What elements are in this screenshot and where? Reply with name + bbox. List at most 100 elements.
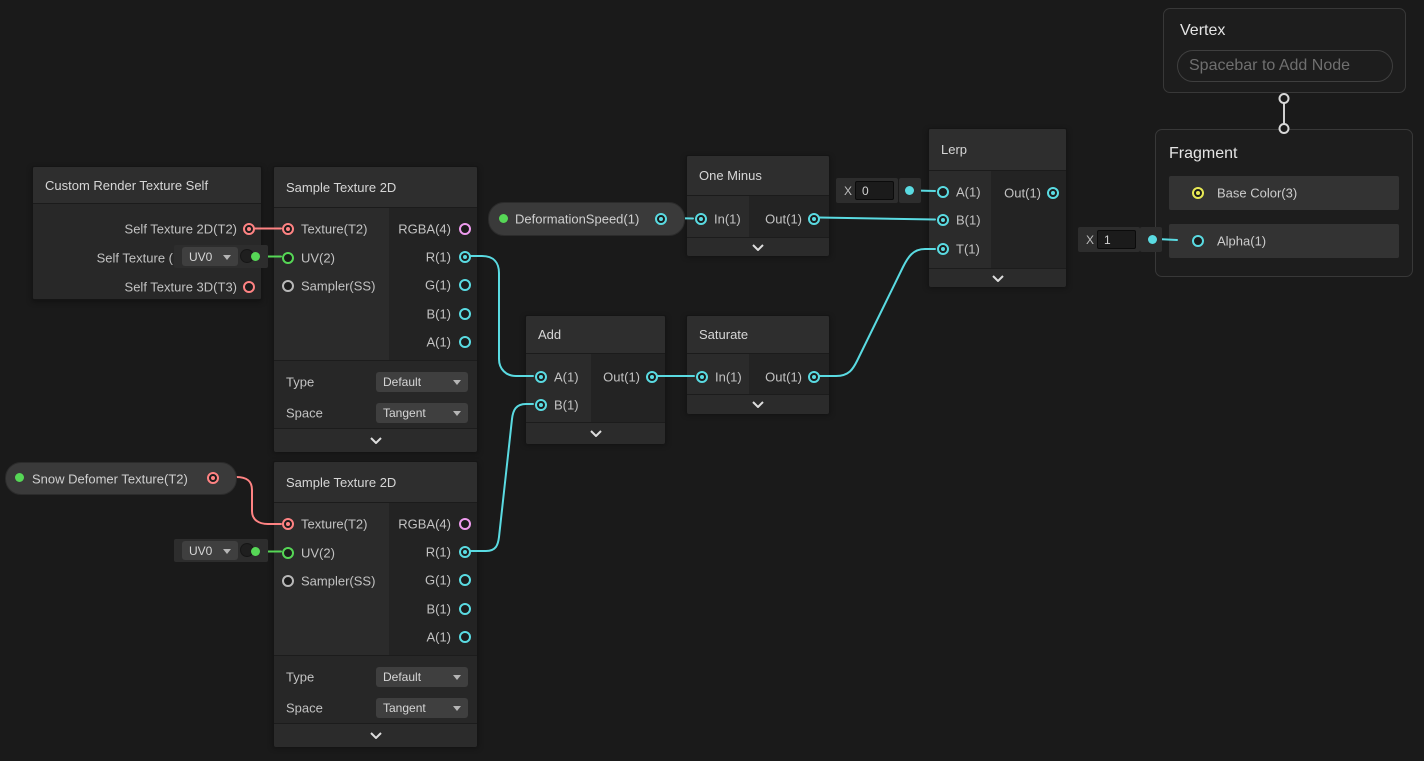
node-title: Custom Render Texture Self xyxy=(33,167,261,204)
port-rgba-output[interactable] xyxy=(459,223,471,235)
port-g-output[interactable] xyxy=(459,574,471,586)
port-label: G(1) xyxy=(425,277,451,293)
port-t[interactable] xyxy=(937,243,949,255)
collapse-button[interactable] xyxy=(929,268,1066,287)
port-out[interactable] xyxy=(646,371,658,383)
node-title: Sample Texture 2D xyxy=(274,462,477,503)
port-label: Alpha(1) xyxy=(1217,233,1267,249)
port-property-out[interactable] xyxy=(655,213,667,225)
port-label: R(1) xyxy=(425,249,451,265)
port-label: G(1) xyxy=(425,572,451,588)
edge-r1-to-add-a[interactable] xyxy=(469,255,534,377)
alpha-row: Alpha(1) xyxy=(1169,224,1399,258)
port-texture-input[interactable] xyxy=(282,518,294,530)
port-uv-input[interactable] xyxy=(282,252,294,264)
port-alpha[interactable] xyxy=(1192,235,1204,247)
port-b[interactable] xyxy=(535,399,547,411)
port-sampler-input[interactable] xyxy=(282,280,294,292)
uv-channel-dropdown[interactable]: UV0 xyxy=(182,247,238,266)
space-dropdown[interactable]: Tangent xyxy=(376,403,468,423)
node-saturate[interactable]: Saturate In(1) Out(1) xyxy=(686,315,830,414)
space-dropdown-value: Tangent xyxy=(383,406,426,420)
node-sample-texture-2d-2[interactable]: Sample Texture 2D Texture(T2) UV(2) Samp… xyxy=(273,461,478,747)
collapse-chevron-icon xyxy=(369,732,382,739)
node-title: Add xyxy=(526,316,665,354)
port-uv-input[interactable] xyxy=(282,547,294,559)
port-sampler-input[interactable] xyxy=(282,575,294,587)
node-title: One Minus xyxy=(687,156,829,196)
port-out[interactable] xyxy=(1047,187,1059,199)
port-rgba-output[interactable] xyxy=(459,518,471,530)
uv-default-widget: UV0 xyxy=(174,539,268,562)
collapse-chevron-icon xyxy=(991,274,1004,282)
port-label: Self Texture ( xyxy=(96,250,173,266)
port-label: Out(1) xyxy=(1004,185,1041,201)
port-out[interactable] xyxy=(808,371,820,383)
port-label: A(1) xyxy=(956,184,981,200)
type-dropdown-value: Default xyxy=(383,375,422,389)
port-label: B(1) xyxy=(426,306,451,322)
port-self-texture-3d[interactable] xyxy=(243,281,255,293)
port-a-output[interactable] xyxy=(459,631,471,643)
port-label: T(1) xyxy=(956,241,980,257)
collapse-button[interactable] xyxy=(687,237,829,256)
port-a-output[interactable] xyxy=(459,336,471,348)
port-out[interactable] xyxy=(808,213,820,225)
port-label: RGBA(4) xyxy=(398,221,451,237)
space-dropdown-value: Tangent xyxy=(383,701,426,715)
uv-channel-dropdown[interactable]: UV0 xyxy=(182,541,238,560)
type-dropdown[interactable]: Default xyxy=(376,372,468,392)
collapse-chevron-icon xyxy=(752,401,764,408)
port-self-texture-2d[interactable] xyxy=(243,223,255,235)
collapse-button[interactable] xyxy=(274,723,477,747)
value-text: 0 xyxy=(862,183,869,198)
port-b-output[interactable] xyxy=(459,308,471,320)
node-fragment[interactable]: Fragment Base Color(3) Alpha(1) xyxy=(1155,129,1413,277)
port-label: Sampler(SS) xyxy=(301,573,376,589)
port-base-color[interactable] xyxy=(1192,187,1204,199)
node-vertex[interactable]: Vertex Spacebar to Add Node xyxy=(1163,8,1406,93)
collapse-chevron-icon xyxy=(752,243,764,251)
port-b[interactable] xyxy=(937,214,949,226)
collapse-button[interactable] xyxy=(526,422,665,444)
dropdown-arrow-icon xyxy=(453,675,461,684)
port-texture-input[interactable] xyxy=(282,223,294,235)
collapse-button[interactable] xyxy=(274,428,477,452)
port-label: B(1) xyxy=(426,601,451,617)
port-in[interactable] xyxy=(695,213,707,225)
edge-saturate-to-lerp-t[interactable] xyxy=(818,248,936,377)
default-connector-dot-icon xyxy=(251,252,260,261)
x-axis-label: X xyxy=(844,183,853,198)
port-a[interactable] xyxy=(937,186,949,198)
space-dropdown[interactable]: Tangent xyxy=(376,698,468,718)
port-property-out[interactable] xyxy=(207,472,219,484)
port-label: R(1) xyxy=(425,544,451,560)
alpha-value-field[interactable]: 1 xyxy=(1097,230,1136,249)
property-snow-deformer-texture[interactable]: Snow Defomer Texture(T2) xyxy=(5,462,237,495)
dropdown-arrow-icon xyxy=(223,548,231,558)
node-settings-section: Type Default Space Tangent xyxy=(274,655,477,724)
node-one-minus[interactable]: One Minus In(1) Out(1) xyxy=(686,155,830,256)
edge-oneminus-to-lerp-b[interactable] xyxy=(818,216,936,221)
port-r-output[interactable] xyxy=(459,546,471,558)
port-in[interactable] xyxy=(696,371,708,383)
node-lerp[interactable]: Lerp A(1) B(1) T(1) Out(1) xyxy=(928,128,1067,287)
port-g-output[interactable] xyxy=(459,279,471,291)
node-add[interactable]: Add A(1) B(1) Out(1) xyxy=(525,315,666,444)
node-custom-render-texture-self[interactable]: Custom Render Texture Self Self Texture … xyxy=(32,166,262,300)
port-label: A(1) xyxy=(554,369,579,385)
port-b-output[interactable] xyxy=(459,603,471,615)
port-r-output[interactable] xyxy=(459,251,471,263)
dropdown-arrow-icon xyxy=(453,706,461,715)
port-label: Self Texture 3D(T3) xyxy=(124,279,237,295)
lerp-a-value-field[interactable]: 0 xyxy=(855,181,894,200)
node-sample-texture-2d[interactable]: Sample Texture 2D Texture(T2) UV(2) Samp… xyxy=(273,166,478,452)
collapse-button[interactable] xyxy=(687,394,829,414)
edge-r2-to-add-b[interactable] xyxy=(469,403,534,552)
node-title: Saturate xyxy=(687,316,829,354)
type-dropdown[interactable]: Default xyxy=(376,667,468,687)
property-deformation-speed[interactable]: DeformationSpeed(1) xyxy=(488,202,685,236)
port-a[interactable] xyxy=(535,371,547,383)
port-label: Out(1) xyxy=(765,369,802,385)
